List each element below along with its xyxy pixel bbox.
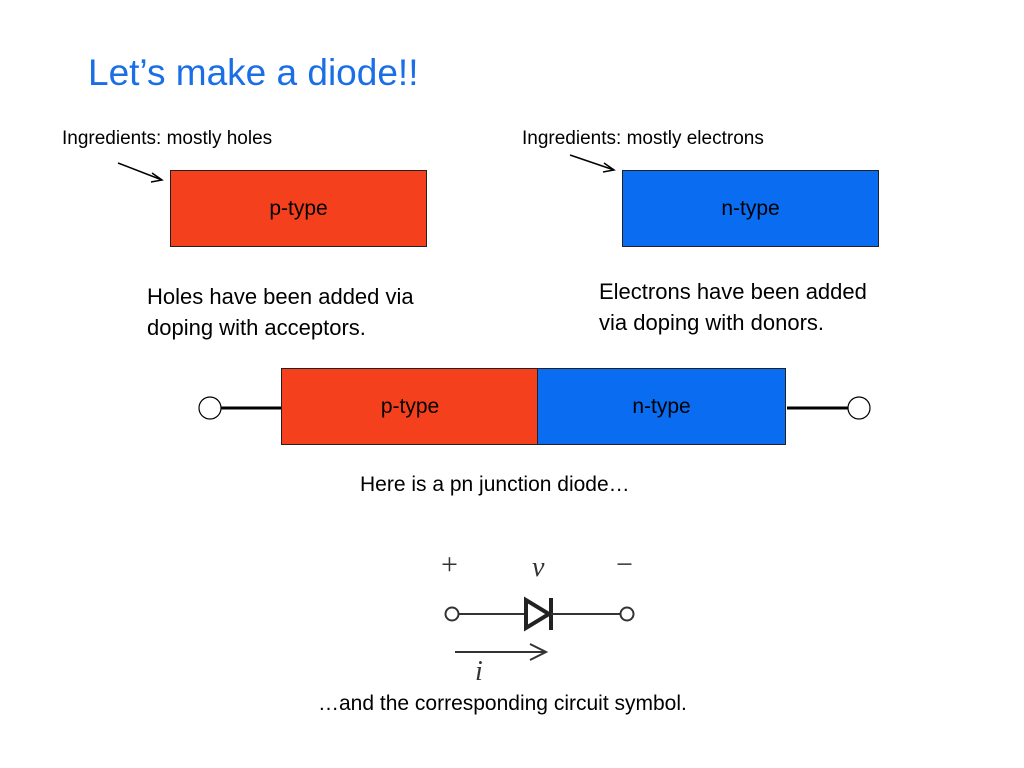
diode-triangle <box>524 596 553 632</box>
n-type-block-label: n-type <box>721 196 780 220</box>
junction-n-region: n-type <box>537 368 786 445</box>
current-label: i <box>475 656 483 687</box>
anode-terminal <box>444 606 460 622</box>
p-type-block-label: p-type <box>269 196 328 220</box>
n-description-line-1: Electrons have been added <box>599 279 867 304</box>
p-ingredients-arrow <box>117 162 164 183</box>
n-ingredients-label: Ingredients: mostly electrons <box>522 128 764 149</box>
n-description: Electrons have been added via doping wit… <box>599 276 867 338</box>
junction-left-terminal <box>198 396 222 420</box>
p-description: Holes have been added via doping with ac… <box>147 281 414 343</box>
current-arrow <box>455 643 549 661</box>
minus-sign: − <box>616 548 633 581</box>
plus-sign: + <box>441 548 458 581</box>
n-description-line-2: via doping with donors. <box>599 310 825 335</box>
n-ingredients-arrow <box>569 154 616 173</box>
junction-p-label: p-type <box>380 394 440 418</box>
voltage-label: v <box>532 552 545 583</box>
p-description-line-1: Holes have been added via <box>147 284 414 309</box>
cathode-terminal <box>619 606 635 622</box>
junction-caption: Here is a pn junction diode… <box>360 473 630 496</box>
symbol-caption: …and the corresponding circuit symbol. <box>318 692 687 715</box>
slide-title: Let’s make a diode!! <box>88 52 419 93</box>
p-description-line-2: doping with acceptors. <box>147 315 366 340</box>
junction-p-region: p-type <box>281 368 539 445</box>
junction-n-label: n-type <box>632 394 691 418</box>
n-type-block: n-type <box>622 170 879 247</box>
p-ingredients-label: Ingredients: mostly holes <box>62 128 273 149</box>
junction-right-terminal <box>847 396 871 420</box>
p-type-block: p-type <box>170 170 427 247</box>
